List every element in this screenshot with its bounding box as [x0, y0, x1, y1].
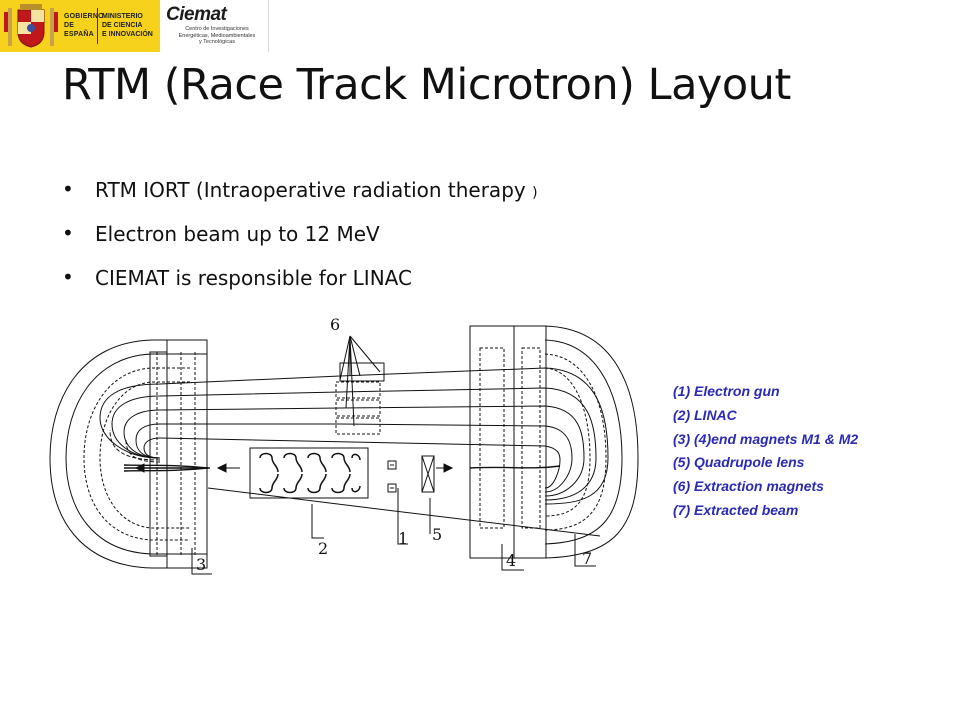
legend-item: (6) Extraction magnets: [673, 478, 824, 495]
label-2: 2: [318, 539, 328, 558]
gobierno-logo: GOBIERNO DE ESPAÑA MINISTERIO DE CIENCIA…: [0, 0, 160, 52]
left-magnet-dashed-contour: [83, 367, 190, 541]
extracted-beam: [207, 487, 601, 537]
linac-frame: [249, 447, 369, 499]
ciemat-tagline: Centro de Investigaciones Energéticas, M…: [178, 26, 256, 45]
leader-7: [574, 534, 596, 567]
label-5: 5: [432, 525, 442, 544]
label-4: 4: [506, 551, 516, 570]
ciemat-name: Ciemat: [166, 4, 227, 25]
legend-item: (7) Extracted beam: [673, 501, 799, 518]
left-magnet-coil: [149, 351, 168, 557]
diagram-legend: (1) Electron gun (2) LINAC (3) (4)end ma…: [673, 380, 858, 523]
spain-coat-of-arms-icon: [2, 2, 60, 50]
leader-4: [501, 544, 524, 571]
electron-gun-bottom: [387, 483, 397, 493]
beam-orbits: [99, 367, 609, 505]
leader-1: [397, 488, 408, 545]
bullet-list: RTM IORT (Intraoperative radiation thera…: [62, 177, 538, 310]
ciemat-logo: Ciemat Centro de Investigaciones Energét…: [160, 0, 269, 52]
electron-gun-top: [387, 460, 397, 470]
right-magnet-coil: [513, 325, 547, 559]
rtm-layout-diagram: 6 3 2 1 5 4 7: [49, 315, 639, 575]
left-magnet-inner-contour: [65, 353, 207, 555]
label-1: 1: [398, 529, 408, 548]
linac-cavities: [259, 452, 361, 494]
legend-item: (5) Quadrupole lens: [673, 454, 805, 471]
leader-3: [191, 548, 212, 575]
right-magnet-outer-contour: [470, 325, 639, 559]
leader-2: [311, 504, 324, 539]
label-6: 6: [330, 315, 340, 334]
legend-item: (2) LINAC: [673, 406, 737, 423]
quadrupole-lens: [421, 455, 435, 493]
logo-divider: [97, 8, 98, 44]
bullet-item: RTM IORT (Intraoperative radiation thera…: [62, 177, 538, 222]
left-magnet-dashed-contour-2: [99, 381, 190, 529]
label-3: 3: [196, 555, 206, 574]
left-magnet-yoke: [166, 339, 208, 569]
ministerio-text: MINISTERIO DE CIENCIA E INNOVACIÓN: [102, 13, 153, 38]
legend-item: (3) (4)end magnets M1 & M2: [673, 430, 859, 447]
slide-title: RTM (Race Track Microtron) Layout: [62, 60, 791, 110]
bullet-item: Electron beam up to 12 MeV: [62, 221, 538, 266]
gobierno-text: GOBIERNO DE ESPAÑA: [64, 13, 104, 38]
right-magnet-dashed-contour: [544, 353, 607, 531]
header-logos: GOBIERNO DE ESPAÑA MINISTERIO DE CIENCIA…: [0, 0, 270, 52]
bullet-item: CIEMAT is responsible for LINAC: [62, 265, 538, 310]
label-7: 7: [582, 549, 592, 568]
legend-item: (1) Electron gun: [673, 383, 780, 399]
left-magnet-outer-contour: [49, 339, 207, 569]
extraction-magnets: [335, 335, 385, 435]
